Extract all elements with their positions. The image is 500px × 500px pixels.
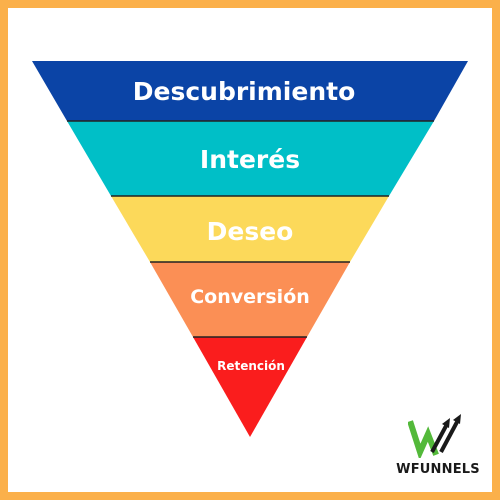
funnel-stage-5-label: Retención: [217, 359, 285, 373]
funnel-stage-3-label: Deseo: [207, 217, 294, 246]
brand-logo: WFUNNELS: [386, 412, 490, 482]
funnel-stage-2-band: [67, 121, 434, 196]
funnel-stage-4-label: Conversión: [190, 286, 310, 308]
funnel-stage-4-band: [150, 262, 350, 337]
funnel-stage-1-label: Descubrimiento: [133, 77, 356, 106]
funnel-stage-3-band: [111, 196, 389, 262]
brand-name: WFUNNELS: [396, 462, 480, 477]
funnel-stage-5-band: [193, 337, 307, 437]
wfunnels-logo-icon: [408, 414, 461, 458]
funnel-stage-1-band: [32, 61, 468, 121]
funnel-stage-2-label: Interés: [200, 145, 300, 174]
